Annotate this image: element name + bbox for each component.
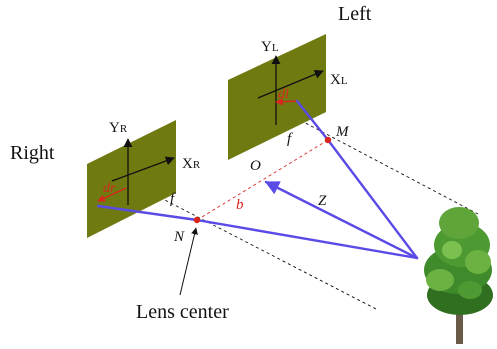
dl-label: dl	[278, 87, 289, 102]
baseline-b	[196, 139, 329, 221]
right-y-axis-label: YR	[109, 120, 128, 136]
dr-label: dr	[103, 181, 116, 196]
right-plane-surface	[87, 120, 176, 238]
baseline-b-label: b	[236, 197, 244, 213]
left-ray-to-tree	[326, 138, 419, 260]
left-image-plane	[228, 34, 326, 160]
focal-length-left-label: f	[287, 131, 293, 147]
point-o-label: O	[250, 158, 261, 174]
tree-trunk	[456, 300, 463, 344]
left-plane-surface	[228, 34, 326, 160]
right-image-plane	[87, 120, 176, 238]
tree-icon	[424, 207, 493, 344]
left-x-axis	[257, 69, 324, 99]
left-x-axis-label: XL	[330, 72, 348, 88]
projection-rays	[96, 99, 419, 260]
lens-center-pointer	[179, 227, 198, 296]
right-x-axis	[111, 156, 175, 182]
right-ray-to-tree	[195, 218, 419, 260]
lens-center-label: Lens center	[136, 301, 229, 323]
left-camera-label: Left	[338, 3, 372, 25]
right-ray-to-plane	[96, 204, 199, 222]
point-m	[324, 136, 332, 144]
focal-length-right-label: f	[170, 191, 176, 207]
right-optical-axis	[127, 180, 379, 311]
left-y-axis-label: YL	[261, 39, 279, 55]
left-ray-to-plane	[295, 99, 330, 142]
point-n	[193, 216, 201, 224]
right-x-axis-label: XR	[182, 156, 201, 172]
point-m-label: M	[335, 124, 350, 140]
dashed-guides	[89, 97, 479, 311]
depth-z-label: Z	[318, 193, 327, 209]
depth-vector-z	[264, 180, 419, 260]
right-dr-arrow	[97, 187, 127, 202]
left-dl-arrow	[275, 97, 299, 106]
right-camera-label: Right	[10, 142, 55, 164]
point-n-label: N	[173, 229, 185, 245]
